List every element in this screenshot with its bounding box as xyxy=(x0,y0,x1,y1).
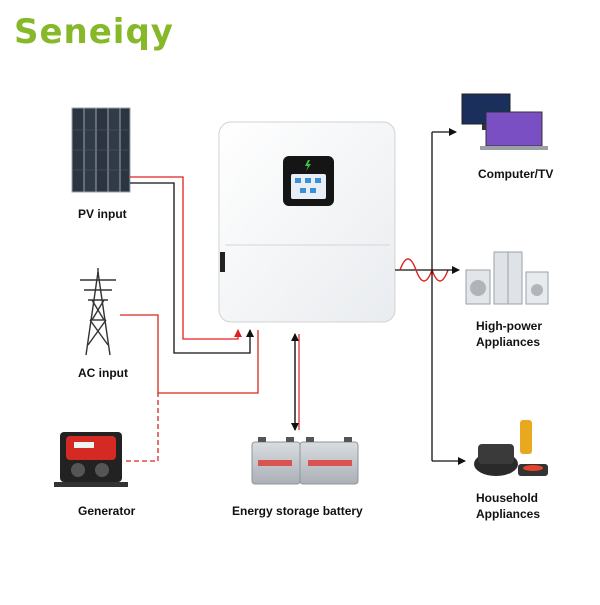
pv-input-label: PV input xyxy=(78,207,127,221)
battery-label: Energy storage battery xyxy=(232,504,363,518)
ac-wave-symbol xyxy=(399,258,449,282)
computer-tv-icon xyxy=(461,93,548,150)
computer-tv-label: Computer/TV xyxy=(478,167,554,181)
brand-logo: Seneiqy xyxy=(14,12,174,52)
generator-wire-dashed xyxy=(126,393,159,462)
transmission-tower-icon xyxy=(80,268,116,356)
generator-icon xyxy=(54,432,128,487)
high-power-appliances-icon xyxy=(465,251,549,305)
pv-positive-wire xyxy=(130,176,242,340)
high-power-label: High-power Appliances xyxy=(476,319,542,349)
inverter-unit xyxy=(218,121,396,323)
household-label: Household Appliances xyxy=(476,491,541,521)
pv-negative-wire xyxy=(130,182,254,354)
battery-pack-icon xyxy=(251,437,359,485)
ac-input-wire xyxy=(120,314,259,394)
household-appliances-icon xyxy=(474,420,548,476)
ac-input-label: AC input xyxy=(78,366,128,380)
inverter-display xyxy=(283,156,334,206)
pv-panels-icon xyxy=(71,107,131,193)
generator-label: Generator xyxy=(78,504,136,518)
